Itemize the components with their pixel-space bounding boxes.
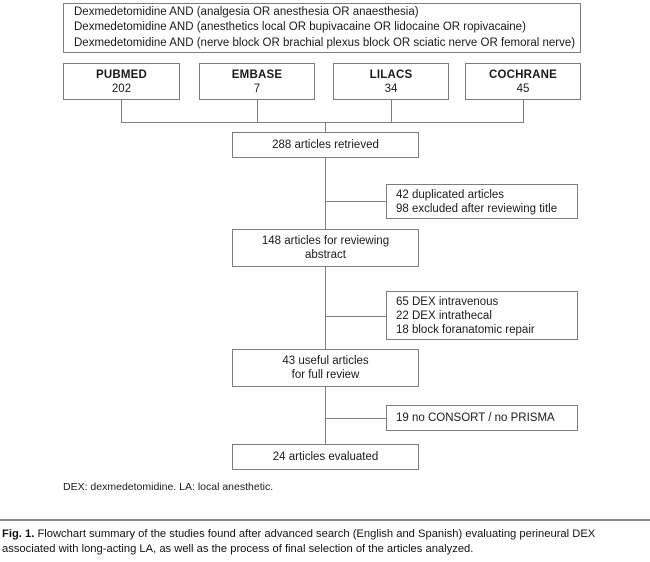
database-count-cochrane: 45 (516, 82, 530, 95)
database-box-lilacs: LILACS 34 (333, 63, 449, 100)
database-count-lilacs: 34 (384, 82, 398, 95)
connector-retrieved-to-abstract (325, 158, 326, 229)
flow-box-articles-for-abstract-review: 148 articles for reviewing abstract (232, 229, 419, 267)
query-line-1: Dexmedetomidine AND (analgesia OR anesth… (74, 5, 419, 18)
query-line-2: Dexmedetomidine AND (anesthetics local O… (74, 21, 526, 34)
flow-useful-line-1: 43 useful articles (282, 355, 369, 367)
figure-caption-label: Fig. 1. (2, 528, 35, 540)
connector-lilacs-down (391, 100, 392, 122)
exclusion-2-line-3: 18 block foranatomic repair (396, 323, 535, 336)
database-name-pubmed: PUBMED (95, 68, 148, 81)
flow-useful-line-2: for full review (291, 369, 360, 381)
connector-embase-down (257, 100, 258, 122)
exclusion-2-line-1: 65 DEX intravenous (396, 295, 499, 308)
flow-box-articles-retrieved: 288 articles retrieved (232, 132, 419, 158)
exclusion-3-line-1: 19 no CONSORT / no PRISMA (396, 412, 555, 424)
connector-cochrane-down (523, 100, 524, 122)
exclusion-box-route-of-administration: 65 DEX intravenous 22 DEX intrathecal 18… (386, 291, 578, 340)
exclusion-box-no-consort-no-prisma: 19 no CONSORT / no PRISMA (386, 405, 578, 431)
flow-retrieved-line-1: 288 articles retrieved (272, 139, 379, 151)
abbreviations-note: DEX: dexmedetomidine. LA: local anesthet… (63, 481, 274, 493)
exclusion-1-line-2: 98 excluded after reviewing title (396, 202, 558, 215)
database-count-pubmed: 202 (111, 82, 132, 95)
connector-pubmed-down (121, 100, 122, 122)
flow-box-articles-evaluated: 24 articles evaluated (232, 444, 419, 470)
connector-branch-exclusion-3 (325, 418, 386, 419)
connector-abstract-to-useful (325, 267, 326, 349)
search-query-box: Dexmedetomidine AND (analgesia OR anesth… (63, 3, 581, 53)
flow-abstract-line-2: abstract (305, 249, 346, 261)
flow-box-useful-articles: 43 useful articles for full review (232, 349, 419, 387)
flow-abstract-line-1: 148 articles for reviewing (261, 235, 390, 247)
exclusion-2-line-2: 22 DEX intrathecal (396, 309, 492, 322)
exclusion-box-duplicates-and-title: 42 duplicated articles 98 excluded after… (386, 184, 578, 219)
connector-bus-to-retrieved (325, 122, 326, 132)
connector-merge-bus (121, 122, 524, 123)
connector-branch-exclusion-1 (325, 201, 386, 202)
database-box-cochrane: COCHRANE 45 (465, 63, 581, 100)
database-name-embase: EMBASE (231, 68, 283, 81)
database-count-embase: 7 (253, 82, 261, 95)
database-name-cochrane: COCHRANE (488, 68, 558, 81)
flow-evaluated-line-1: 24 articles evaluated (272, 451, 379, 463)
database-box-embase: EMBASE 7 (199, 63, 315, 100)
figure-caption: Fig. 1. Flowchart summary of the studies… (2, 527, 650, 556)
figure-caption-text: Flowchart summary of the studies found a… (2, 528, 596, 555)
query-line-3: Dexmedetomidine AND (nerve block OR brac… (74, 36, 576, 49)
exclusion-1-line-1: 42 duplicated articles (396, 188, 505, 201)
database-name-lilacs: LILACS (369, 68, 413, 81)
database-box-pubmed: PUBMED 202 (63, 63, 180, 100)
connector-useful-to-evaluated (325, 387, 326, 444)
caption-divider (0, 519, 650, 521)
connector-branch-exclusion-2 (325, 316, 386, 317)
